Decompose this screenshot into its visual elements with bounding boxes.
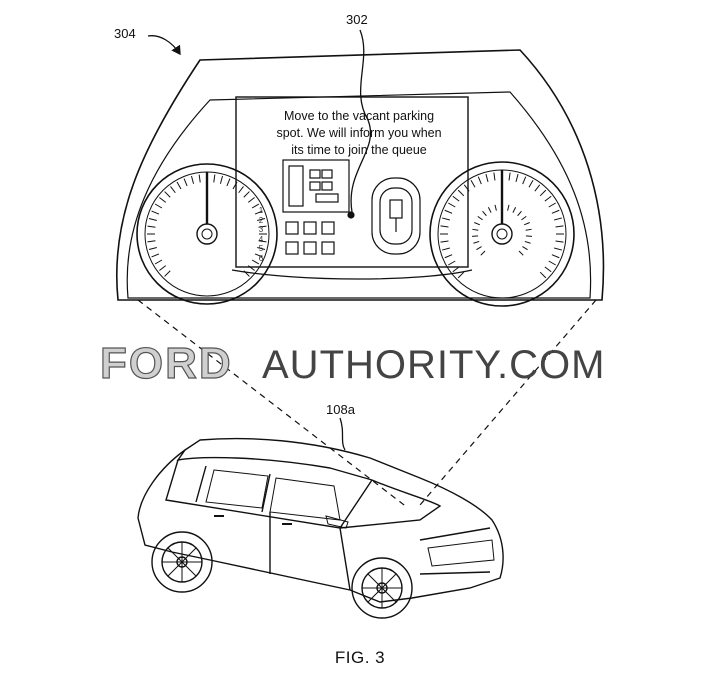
gauge-tick bbox=[227, 179, 230, 186]
gauge-tick bbox=[552, 210, 559, 213]
gauge-tick bbox=[165, 271, 171, 277]
gauge-tick bbox=[525, 241, 531, 243]
watermark-brand: FORD bbox=[100, 339, 233, 388]
gauge-tick bbox=[148, 241, 156, 242]
watermark: FORD AUTHORITY.COM bbox=[100, 339, 605, 388]
gauge-tick bbox=[244, 271, 250, 277]
gauge-tick bbox=[486, 174, 488, 182]
gauge-tick bbox=[488, 207, 491, 212]
gauge-tick bbox=[448, 203, 455, 207]
gauge-tick bbox=[509, 173, 510, 181]
gauge-tick bbox=[170, 186, 175, 192]
gauge-tick bbox=[220, 176, 222, 184]
gauge-tick bbox=[177, 182, 181, 189]
reference-leader-304 bbox=[148, 36, 180, 54]
gear-4: 4 bbox=[255, 235, 267, 245]
gauge-tick bbox=[159, 266, 165, 271]
gauge-tick bbox=[476, 247, 481, 250]
ref-label-108a: 108a bbox=[326, 402, 355, 417]
gauge-tick bbox=[483, 211, 487, 216]
gauge-tick bbox=[149, 218, 157, 220]
display-message-line-2: spot. We will inform you when bbox=[254, 125, 464, 142]
watermark-rest: AUTHORITY.COM bbox=[262, 343, 605, 387]
gauge-tick bbox=[152, 254, 159, 257]
gauge-tick bbox=[540, 190, 546, 196]
gauge-tick bbox=[248, 197, 254, 202]
gauge-tick bbox=[521, 216, 526, 220]
gauge-tick bbox=[545, 196, 551, 201]
gauge-tick bbox=[191, 176, 193, 184]
gauge-tick bbox=[441, 226, 449, 227]
gauge-tick bbox=[148, 226, 156, 227]
gauge-tick bbox=[155, 260, 162, 264]
reference-leader-108a bbox=[340, 418, 345, 450]
gauge-tick bbox=[508, 205, 509, 211]
tachometer-gauge-icon bbox=[430, 162, 574, 306]
gauge-tick bbox=[545, 267, 551, 272]
gauge-tick bbox=[522, 247, 527, 250]
gauge-tick bbox=[554, 248, 562, 250]
gauge-tick bbox=[471, 180, 475, 187]
gauge-tick bbox=[535, 185, 540, 191]
gauge-tick bbox=[155, 204, 162, 208]
gear-6: 6 bbox=[255, 254, 267, 264]
gauge-tick bbox=[244, 192, 250, 198]
gauge-tick bbox=[481, 251, 485, 255]
gauge-tick bbox=[513, 207, 516, 212]
gauge-tick bbox=[442, 248, 450, 250]
gear-1: 1 bbox=[255, 206, 267, 216]
gauge-tick bbox=[152, 211, 159, 214]
gauge-tick bbox=[494, 173, 495, 181]
gauge-tick bbox=[184, 179, 187, 186]
gauge-tick bbox=[549, 203, 556, 207]
gauge-tick bbox=[554, 218, 562, 220]
suv-vehicle-icon bbox=[138, 439, 503, 618]
gear-3: 3 bbox=[255, 225, 267, 235]
gauge-tick bbox=[552, 255, 559, 258]
gauge-tick bbox=[448, 261, 455, 265]
ref-label-302: 302 bbox=[346, 12, 368, 27]
display-message-line-1: Move to the vacant parking bbox=[254, 108, 464, 125]
gauge-tick bbox=[518, 211, 522, 216]
gauge-tick bbox=[473, 241, 479, 243]
gauge-tick bbox=[478, 216, 483, 220]
gauge-tick bbox=[149, 247, 157, 249]
gauge-tick bbox=[445, 210, 452, 213]
gauge-tick bbox=[556, 226, 564, 227]
gear-indicator: 1 2 3 4 5 6 bbox=[255, 206, 267, 263]
gauge-tick bbox=[478, 177, 481, 184]
gauge-tick bbox=[239, 186, 244, 192]
projection-lines bbox=[138, 300, 596, 508]
gauge-tick bbox=[474, 223, 480, 225]
figure-caption: FIG. 3 bbox=[0, 648, 720, 668]
gauge-tick bbox=[159, 197, 165, 202]
gauge-tick bbox=[540, 272, 546, 278]
display-message-line-3: its time to join the queue bbox=[254, 142, 464, 159]
gear-5: 5 bbox=[255, 244, 267, 254]
gauge-tick bbox=[441, 241, 449, 242]
gauge-tick bbox=[523, 177, 526, 184]
gauge-tick bbox=[199, 175, 200, 183]
gauge-tick bbox=[516, 174, 518, 182]
gauge-tick bbox=[524, 223, 530, 225]
gauge-tick bbox=[453, 196, 459, 201]
gauge-tick bbox=[519, 251, 523, 255]
gauge-tick bbox=[442, 218, 450, 220]
gauge-tick bbox=[556, 241, 564, 242]
display-message: Move to the vacant parking spot. We will… bbox=[254, 108, 464, 159]
gauge-tick bbox=[445, 255, 452, 258]
gear-2: 2 bbox=[255, 216, 267, 226]
gauge-tick bbox=[472, 229, 478, 230]
gauge-tick bbox=[495, 205, 496, 211]
gauge-tick bbox=[526, 229, 532, 230]
gauge-tick bbox=[214, 175, 215, 183]
gauge-tick bbox=[458, 190, 464, 196]
ref-label-304: 304 bbox=[114, 26, 136, 41]
gauge-tick bbox=[165, 192, 171, 198]
gauge-tick bbox=[529, 180, 533, 187]
gauge-tick bbox=[549, 261, 556, 265]
